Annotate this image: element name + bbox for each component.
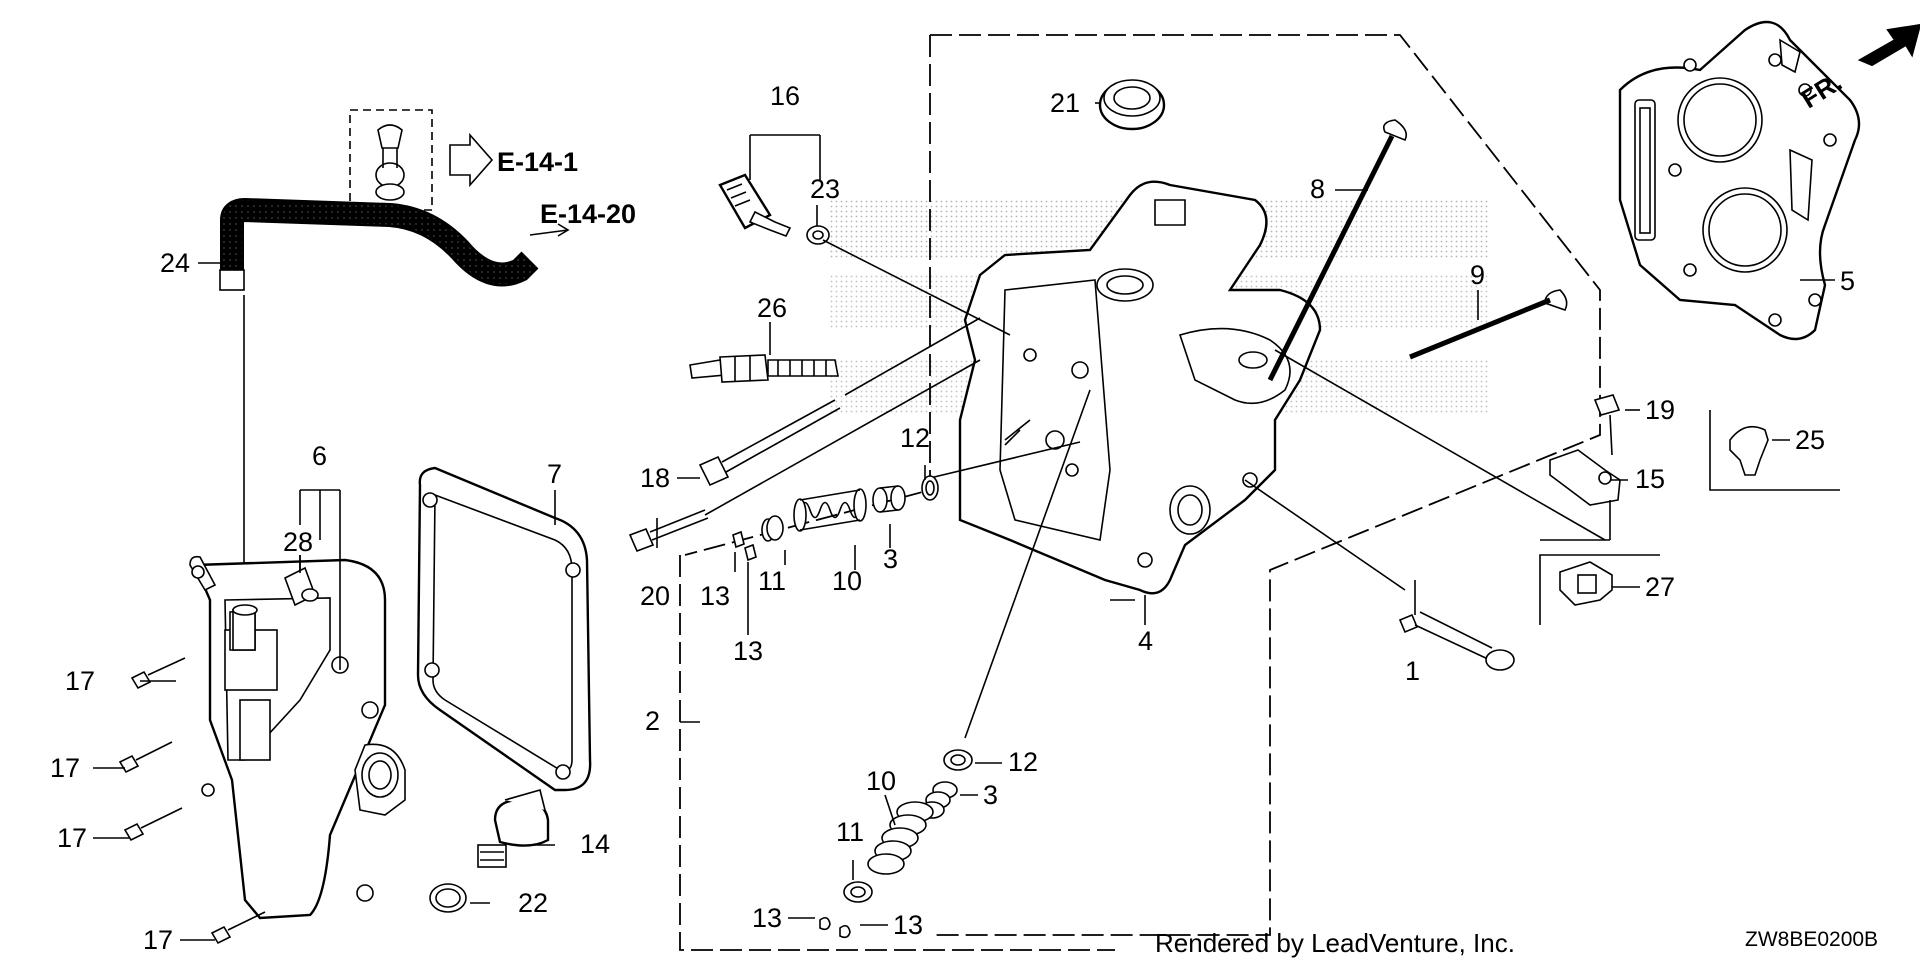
callout-17-c[interactable]: 17 (57, 823, 87, 853)
callout-9[interactable]: 9 (1470, 260, 1485, 290)
callout-24[interactable]: 24 (160, 248, 190, 278)
callout-1[interactable]: 1 (1405, 656, 1420, 686)
callout-18[interactable]: 18 (640, 463, 670, 493)
diagram-code: ZW8BE0200B (1745, 928, 1878, 951)
exhaust-valve (1409, 289, 1568, 360)
valve-spring (793, 488, 867, 532)
callout-3-upper[interactable]: 3 (883, 544, 898, 574)
intake-valve (1267, 119, 1408, 382)
filler-cap-washer (429, 883, 467, 913)
spring-retainer (843, 881, 873, 903)
callout-8[interactable]: 8 (1310, 174, 1325, 204)
valve-cotter (732, 530, 757, 562)
callout-12-upper[interactable]: 12 (900, 423, 930, 453)
valve-train-lower (819, 749, 973, 939)
bracket-15 (1549, 449, 1621, 506)
oil-seal (1098, 79, 1166, 131)
callout-20[interactable]: 20 (640, 581, 670, 611)
clip-27-box (1539, 554, 1660, 625)
callout-4[interactable]: 4 (1138, 626, 1153, 656)
callout-17-d[interactable]: 17 (143, 925, 173, 955)
callout-17-b[interactable]: 17 (50, 753, 80, 783)
valve-train-upper (732, 475, 939, 562)
callout-23[interactable]: 23 (810, 174, 840, 204)
ref-arrow-icon (449, 132, 494, 188)
ref-e14-1[interactable]: E-14-1 (497, 147, 578, 177)
callout-19[interactable]: 19 (1645, 395, 1675, 425)
callout-7[interactable]: 7 (547, 459, 562, 489)
callout-22[interactable]: 22 (518, 888, 548, 918)
head-cover-gasket (416, 466, 592, 792)
callout-28[interactable]: 28 (283, 527, 313, 557)
callout-5[interactable]: 5 (1840, 266, 1855, 296)
callout-3-lower[interactable]: 3 (983, 780, 998, 810)
valve-stem-seal (872, 485, 906, 513)
callout-leaders (93, 102, 1835, 941)
head-bolt (628, 509, 709, 553)
ref-e14-20[interactable]: E-14-20 (540, 199, 636, 229)
callout-numbers: 1 2 3 3 4 5 6 7 8 9 10 10 11 11 12 12 13… (50, 81, 1855, 955)
callout-11-lower[interactable]: 11 (836, 817, 864, 847)
callout-13-a[interactable]: 13 (700, 581, 730, 611)
flange-bolt-19 (1593, 394, 1621, 456)
front-arrow-icon (1857, 23, 1920, 67)
ref-arrow-icon (529, 223, 570, 237)
callout-15[interactable]: 15 (1635, 464, 1665, 494)
callout-27[interactable]: 27 (1645, 572, 1675, 602)
callout-12-lower[interactable]: 12 (1008, 747, 1038, 777)
credit-text: Rendered by LeadVenture, Inc. (1155, 928, 1515, 958)
callout-26[interactable]: 26 (757, 293, 787, 323)
temperature-sensor (718, 173, 792, 238)
spark-plug (689, 354, 839, 383)
callout-25[interactable]: 25 (1795, 425, 1825, 455)
breather-fitting (284, 566, 319, 607)
valve-cotter (819, 916, 851, 939)
valve-spring (867, 801, 934, 875)
callout-16[interactable]: 16 (770, 81, 800, 111)
stud-bolt (698, 399, 841, 487)
callout-13-c[interactable]: 13 (752, 903, 782, 933)
cylinder-head-cover (189, 555, 406, 920)
callout-11-upper[interactable]: 11 (758, 566, 786, 596)
spring-retainer (761, 515, 784, 542)
callout-2[interactable]: 2 (645, 706, 660, 736)
head-gasket (1618, 20, 1861, 341)
callout-10-lower[interactable]: 10 (866, 766, 896, 796)
breather-reference-box (349, 109, 433, 211)
cylinder-head (958, 180, 1322, 595)
callout-10-upper[interactable]: 10 (832, 566, 862, 596)
rocker-bolt (1398, 611, 1515, 671)
callout-21[interactable]: 21 (1050, 88, 1080, 118)
breather-hose (219, 197, 539, 291)
oil-filler-cap (477, 789, 550, 868)
clip-25-box (1709, 410, 1840, 491)
callout-6[interactable]: 6 (312, 441, 327, 471)
callout-17-a[interactable]: 17 (65, 666, 95, 696)
callout-13-b[interactable]: 13 (733, 636, 763, 666)
callout-13-d[interactable]: 13 (893, 910, 923, 940)
callout-14[interactable]: 14 (580, 829, 610, 859)
